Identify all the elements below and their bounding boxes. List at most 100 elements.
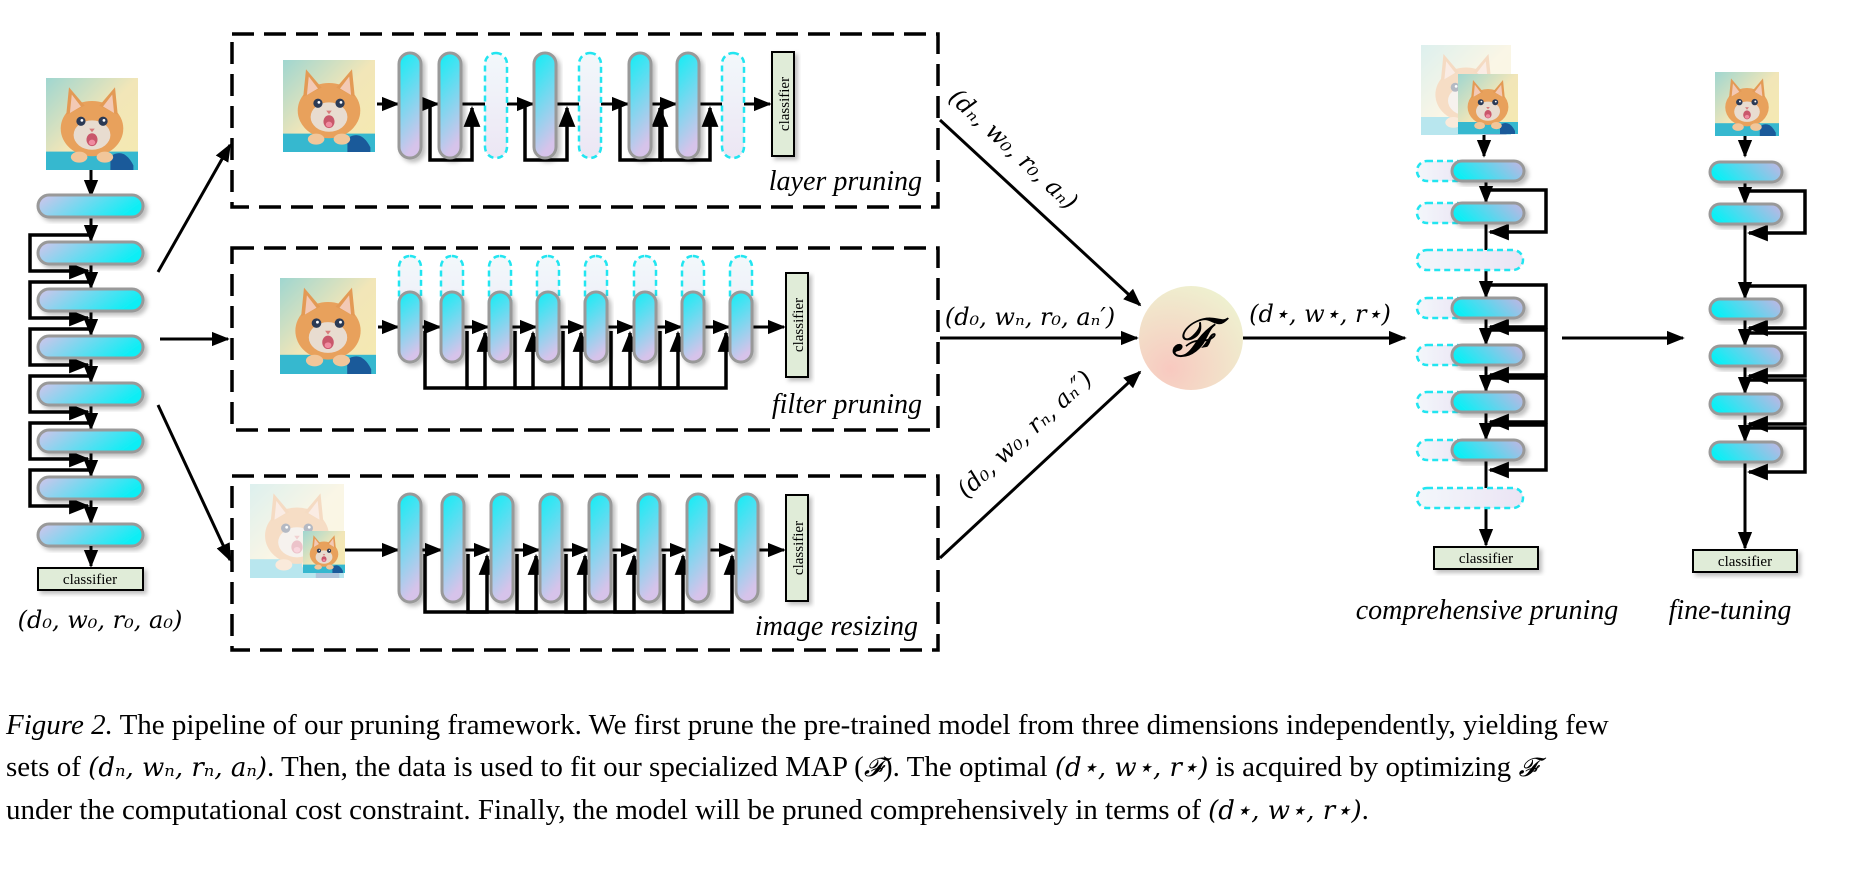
branch-arrows [156, 143, 232, 562]
classifier-label: classifier [791, 521, 807, 575]
skip-connection [28, 327, 91, 374]
map-input-arrows [938, 118, 1142, 560]
network-block [734, 492, 760, 604]
network-block [397, 492, 423, 604]
skip-connection [662, 553, 741, 614]
network-block [1708, 440, 1784, 464]
image-resizing-output-label: (d₀, w₀, rₙ, aₙ″) [951, 365, 1098, 504]
network-block [1450, 438, 1526, 462]
network-block [397, 290, 423, 364]
layer-pruning-input-image [283, 60, 375, 152]
network-block [36, 334, 145, 360]
classifier-label: classifier [1718, 554, 1772, 570]
caption-line-1: Figure 2. The pipeline of our pruning fr… [6, 704, 1856, 746]
pruned-block [1415, 248, 1525, 272]
network-block [397, 51, 423, 160]
skip-connection [513, 330, 590, 390]
classifier-label: classifier [1459, 551, 1513, 567]
filter-pruning-input-image [280, 278, 376, 374]
caption-text: . [1361, 794, 1369, 826]
network-block [1708, 160, 1784, 184]
input-params-label: (d₀, w₀, r₀, a₀) [18, 606, 183, 634]
network-block [1450, 343, 1526, 367]
caption-text: . Then, the data is used to fit our spec… [267, 751, 864, 783]
classifier-box [771, 51, 795, 157]
figure-caption: Figure 2. The pipeline of our pruning fr… [6, 704, 1856, 832]
filter-pruning-output-label: (d₀, wₙ, r₀, aₙ′) [945, 303, 1115, 331]
skip-connection [1745, 189, 1807, 242]
filter-pruning-label: filter pruning [772, 389, 922, 420]
input-cat-image [46, 78, 138, 170]
layer-pruning-output-label: (dₙ, w₀, r₀, aₙ) [943, 83, 1083, 216]
network-block [538, 492, 564, 604]
caption-text: under the computational cost constraint.… [6, 794, 1209, 826]
skip-connection [1745, 331, 1807, 385]
skip-connection [465, 330, 542, 390]
network-block [36, 428, 145, 454]
network-block [1708, 344, 1784, 368]
comprehensive-pruning-label: comprehensive pruning [1356, 595, 1619, 626]
filter-pruning-box [230, 246, 940, 432]
network-block [1450, 201, 1526, 225]
network-block [685, 492, 711, 604]
classifier-box [1692, 549, 1798, 573]
network-block [36, 475, 145, 501]
map-function-node [1139, 286, 1243, 390]
caption-text: The pipeline of our pruning framework. W… [119, 709, 1609, 741]
caption-text: is acquired by optimizing [1208, 751, 1519, 783]
skip-connection [1486, 283, 1548, 336]
caption-line-3: under the computational cost constraint.… [6, 789, 1856, 832]
network-block [487, 290, 513, 364]
caption-text: ). The optimal [883, 751, 1055, 783]
network-block [532, 51, 558, 160]
skip-connection [1745, 426, 1807, 481]
pruned-layer-block [577, 51, 603, 160]
skip-connection [1486, 423, 1548, 479]
network-block [632, 290, 658, 364]
skip-connection [28, 233, 91, 280]
skip-connection [428, 104, 481, 162]
image-resizing-label: image resizing [755, 611, 918, 642]
network-block [535, 290, 561, 364]
skip-connection [28, 421, 91, 468]
network-block [437, 51, 463, 160]
network-block [36, 287, 145, 313]
skip-connection [28, 280, 91, 327]
network-block [1450, 159, 1526, 183]
classifier-label: classifier [791, 298, 807, 352]
skip-connection [1486, 328, 1548, 384]
network-block [36, 240, 145, 266]
classifier-box [37, 567, 144, 591]
classifier-box [785, 494, 809, 602]
caption-text: sets of [6, 751, 89, 783]
network-block [1450, 390, 1526, 414]
classifier-label: classifier [63, 572, 117, 588]
skip-connection [423, 330, 494, 390]
network-block [36, 522, 145, 548]
network-block [440, 492, 466, 604]
pruned-layer-block [720, 51, 746, 160]
pruned-block [1415, 486, 1525, 510]
network-block [636, 492, 662, 604]
skip-connection [1745, 284, 1807, 337]
resized-input-image [250, 484, 345, 578]
network-block [675, 51, 701, 160]
figure-number: Figure 2. [6, 709, 113, 741]
caption-math: (d⋆, w⋆, r⋆) [1054, 753, 1209, 783]
skip-connection [564, 553, 643, 614]
network-block [1708, 297, 1784, 321]
original-model: classifier (d₀, w₀, r₀, a₀) [18, 78, 183, 634]
skip-connection [523, 104, 576, 162]
skip-connection [28, 374, 91, 421]
optimal-params-label: (d⋆, w⋆, r⋆) [1249, 300, 1391, 328]
network-block [439, 290, 465, 364]
skip-connection [609, 330, 687, 390]
network-block [36, 381, 145, 407]
skip-connection [423, 553, 496, 614]
layer-pruning-box [230, 32, 940, 209]
classifier-label: classifier [777, 77, 793, 131]
skip-connection [658, 330, 735, 390]
classifier-box [1433, 546, 1539, 570]
network-block [489, 492, 515, 604]
network-block [1450, 296, 1526, 320]
